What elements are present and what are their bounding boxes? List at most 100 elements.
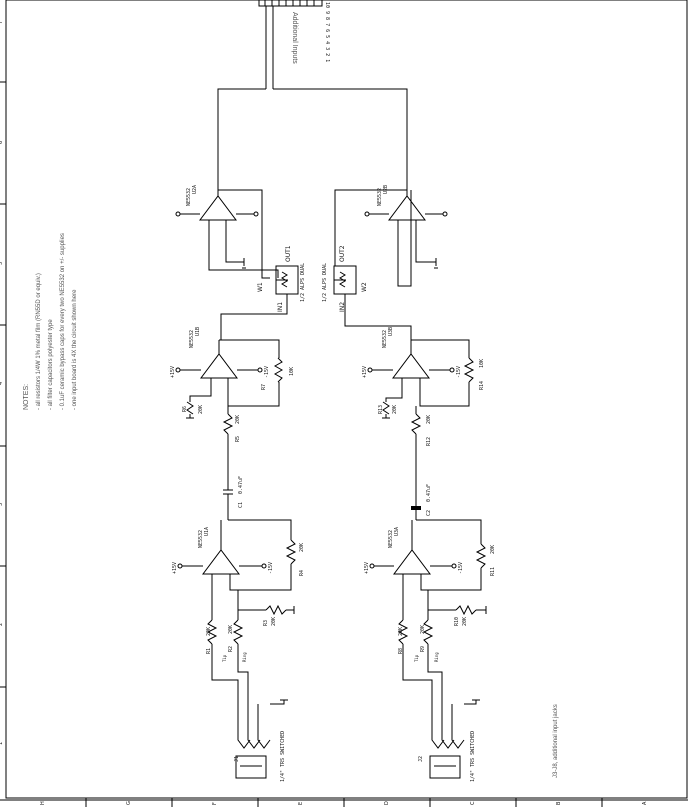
supply-neg: -15V	[268, 562, 274, 574]
r14-value: 10K	[479, 359, 485, 368]
column-label: E	[298, 802, 304, 805]
supply-pos: +15V	[170, 366, 176, 378]
c2-ref: C2	[426, 510, 432, 516]
supply-pos: +15V	[172, 562, 178, 574]
u3a-type: NE5532	[388, 530, 394, 548]
row-label: 7	[0, 21, 4, 24]
input-jack-j1: J1 1/4" TRS SWITCHED	[234, 699, 288, 782]
pot-wiper-label: W1	[257, 282, 264, 292]
r9-value: 20K	[420, 625, 426, 634]
j2-ref: J2	[418, 756, 424, 762]
op-amp-triangle	[199, 195, 237, 221]
r10-value: 20K	[462, 617, 468, 626]
u2a-ref: U2A	[192, 185, 198, 194]
column-label: G	[126, 801, 132, 805]
c1-value: 0.47uF	[238, 476, 244, 494]
row-label: 5	[0, 262, 4, 265]
column-label: D	[384, 801, 390, 805]
r9-ref: R9	[420, 646, 426, 652]
notes-line: - one input board is 4X the circuit show…	[72, 289, 78, 410]
op-amp-u2a: NE5532 U2A	[175, 185, 279, 279]
r5-value: 20K	[235, 415, 241, 424]
column-label: H	[40, 801, 46, 805]
r8-ref: R8	[398, 648, 404, 654]
op-amp-u1a: NE5532 U1A +15V -15V R4 20K R3 20K R1 20…	[172, 519, 305, 704]
r4-value: 20K	[299, 543, 305, 552]
r12-value: 20K	[426, 415, 432, 424]
r8-value: 20K	[398, 627, 404, 636]
r4-ref: R4	[299, 570, 305, 576]
row-label: 6	[0, 141, 4, 144]
u3a-ref: U3A	[394, 527, 400, 536]
channel-2: NE5532 U2B OUT2 IN2 W2 1/2 ALPS DUAL	[322, 185, 496, 782]
column-label: F	[212, 802, 218, 805]
r12-ref: R12	[426, 437, 432, 446]
j2-type: 1/4" TRS SWITCHED	[470, 731, 476, 782]
u1a-ref: U1A	[204, 527, 210, 536]
r6-value: 20K	[198, 405, 204, 414]
r13-value: 20K	[392, 405, 398, 414]
pot-wiper-label: W2	[361, 282, 368, 292]
ring-label: Ring	[434, 652, 439, 662]
supply-neg: -15V	[456, 366, 462, 378]
row-label: 4	[0, 382, 4, 385]
column-label: C	[470, 801, 476, 805]
r2-value: 20K	[228, 625, 234, 634]
tip-label: Tip	[414, 654, 419, 662]
connector-pin-numbers: 10 9 8 7 6 5 4 3 2 1	[324, 2, 330, 62]
u2b-type: NE5532	[377, 188, 383, 206]
row-label: 2	[0, 623, 4, 626]
r3-ref: R3	[263, 620, 269, 626]
pot-out-label: OUT2	[339, 245, 346, 262]
u2b-ref: U2B	[383, 185, 389, 194]
supply-pos: +15V	[362, 366, 368, 378]
bus-wires	[217, 6, 408, 190]
column-label: B	[556, 801, 562, 805]
output-connector: 10 9 8 7 6 5 4 3 2 1 Additional Inputs	[258, 0, 330, 64]
pot-part-label: 1/2 ALPS DUAL	[322, 263, 328, 302]
u3b-ref: U3B	[388, 327, 394, 336]
column-markers: H G F E D C B A	[40, 798, 648, 807]
notes-line: - 0.1uF ceramic bypass caps for every tw…	[60, 233, 66, 410]
row-markers: 1 2 3 4 5 6 7	[0, 21, 6, 745]
notes-line: - all filter capacitors polyester type	[48, 319, 54, 410]
tip-label: Tip	[222, 654, 227, 662]
op-amp-u1b: NE5532 U1B +15V -15V R7 10K R6 20K R5 20…	[170, 327, 295, 490]
r11-ref: R11	[490, 567, 496, 576]
additional-inputs-label: Additional Inputs	[291, 12, 298, 64]
ring-label: Ring	[242, 652, 247, 662]
r7-ref: R7	[261, 384, 267, 390]
pot-out-label: OUT1	[285, 245, 292, 262]
input-jack-j2: J2 1/4" TRS SWITCHED	[418, 699, 480, 782]
notes-block: NOTES: - all resistors 1/4W 1% metal fil…	[23, 233, 78, 410]
u2a-type: NE5532	[186, 188, 192, 206]
j1-ref: J1	[234, 756, 240, 762]
r1-ref: R1	[206, 648, 212, 654]
r10-ref: R10	[454, 617, 460, 626]
notes-title: NOTES:	[23, 384, 30, 410]
capacitor-c2: C2 0.47uF	[411, 484, 432, 520]
column-label: A	[642, 801, 648, 805]
u3b-type: NE5532	[382, 330, 388, 348]
r1-value: 20K	[206, 627, 212, 636]
r11-value: 20K	[490, 545, 496, 554]
pot-in-label: IN2	[339, 302, 346, 312]
r7-value: 10K	[289, 367, 295, 376]
u1a-type: NE5532	[198, 530, 204, 548]
u1b-ref: U1B	[195, 327, 201, 336]
additional-jacks-note: J3-J8, additional input jacks	[553, 704, 559, 778]
r13-ref: R13	[378, 405, 384, 414]
pot-in-label: IN1	[277, 302, 284, 312]
op-amp-u3a: NE5532 U3A +15V -15V R11 20K R10 20K R8 …	[364, 519, 496, 704]
supply-pos: +15V	[364, 562, 370, 574]
notes-line: - all resistors 1/4W 1% metal film (RN55…	[36, 273, 42, 410]
r2-ref: R2	[228, 646, 234, 652]
j1-type: 1/4" TRS SWITCHED	[280, 731, 286, 782]
op-amp-u3b: NE5532 U3B +15V -15V R14 10K R13 20K R12…	[362, 327, 485, 506]
r14-ref: R14	[479, 381, 485, 390]
capacitor-c1: C1 0.47uF	[223, 476, 244, 520]
supply-neg: -15V	[458, 562, 464, 574]
r6-ref: R6	[182, 406, 188, 412]
c1-ref: C1	[238, 502, 244, 508]
